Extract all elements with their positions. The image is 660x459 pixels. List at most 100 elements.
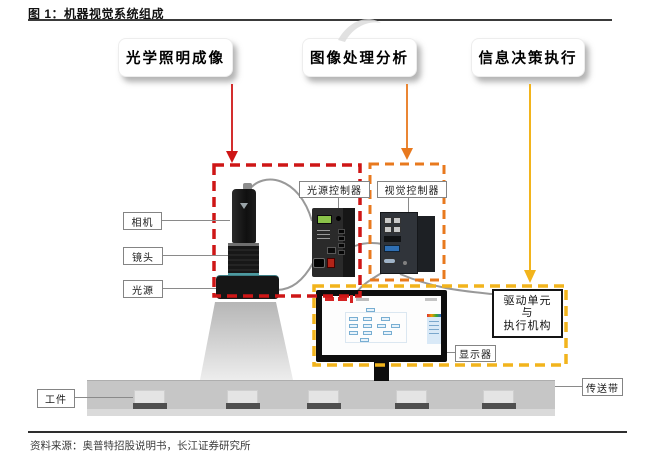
- vision-controller-ethernet-port: [384, 217, 392, 224]
- screen-flow-node: [363, 331, 372, 335]
- light-controller-port: [338, 236, 345, 241]
- drive-unit-line1: 驱动单元: [503, 294, 552, 307]
- screen-toolbar-red-button: [325, 297, 334, 301]
- label-conveyor-text: 传送带: [586, 383, 619, 395]
- screen-flow-node: [377, 324, 386, 328]
- screen-flow-node: [363, 317, 372, 321]
- light-controller-side-panel: [343, 208, 355, 277]
- orange-arrow-head-icon: [401, 148, 413, 160]
- stage-optical-imaging: 光学照明成像: [118, 38, 233, 77]
- screen-toolbar-red-button: [338, 297, 347, 301]
- stage-image-processing: 图像处理分析: [302, 38, 417, 77]
- camera-logo-mark: [240, 203, 248, 209]
- label-vision-controller-text: 视觉控制器: [384, 186, 440, 197]
- workpiece-item-base: [226, 403, 260, 409]
- label-camera: 相机: [123, 212, 162, 230]
- stage-processing-label: 图像处理分析: [310, 51, 409, 67]
- light-controller-power-inlet: [313, 258, 325, 268]
- light-controller-print: [317, 238, 330, 239]
- light-controller-label-line: [338, 198, 339, 208]
- conveyor-belt-edge: [87, 409, 555, 416]
- execution-region-dashed-box: [312, 284, 568, 367]
- camera-device-image: [232, 189, 256, 243]
- label-monitor: 显示器: [455, 345, 496, 362]
- cable-vision-controller-to-drive-unit: [399, 273, 493, 295]
- screen-side-panel-text: [429, 325, 439, 326]
- screen-side-panel-text: [429, 329, 439, 330]
- light-beam: [200, 302, 293, 380]
- lens-device-image: [228, 243, 259, 275]
- screen-toolbar-red-marker: [350, 295, 353, 303]
- vision-controller-label-line: [408, 198, 409, 212]
- drive-unit-line2: 与: [521, 307, 534, 320]
- cable-camera-to-light-controller: [248, 178, 313, 222]
- workpiece-item-base: [395, 403, 429, 409]
- red-arrow-head-icon: [226, 151, 238, 163]
- label-monitor-text: 显示器: [459, 350, 492, 361]
- screen-side-panel-header: [427, 314, 441, 317]
- workpiece-item-base: [133, 403, 167, 409]
- light-controller-knob: [336, 216, 341, 221]
- vision-controller-io-row: [384, 236, 401, 242]
- yellow-arrow-head-icon: [524, 270, 536, 283]
- source-text: 资料来源：奥普特招股说明书，长江证券研究所: [30, 440, 251, 452]
- screen-flow-node: [360, 338, 369, 342]
- screen-side-panel-text: [429, 333, 439, 334]
- screen-flow-node: [349, 324, 358, 328]
- screen-toolbar-text: [356, 298, 369, 301]
- vision-controller-ethernet-port: [384, 226, 392, 233]
- source-rule: [28, 431, 627, 433]
- screen-flow-node: [349, 317, 358, 321]
- vision-controller-ethernet-port: [393, 217, 401, 224]
- label-lens-text: 镜头: [132, 252, 154, 264]
- light-controller-port: [338, 229, 345, 234]
- label-light-controller-text: 光源控制器: [307, 186, 362, 197]
- light-controller-print: [317, 230, 330, 231]
- drive-unit-line3: 执行机构: [503, 319, 552, 332]
- label-light-source-text: 光源: [132, 285, 154, 297]
- stage-decision-label: 信息决策执行: [478, 51, 578, 67]
- screen-side-panel-text: [429, 321, 439, 322]
- screen-flow-node: [363, 324, 372, 328]
- label-lens: 镜头: [123, 247, 163, 265]
- screen-window-controls: [425, 298, 437, 301]
- camera-connector-image: [243, 183, 252, 190]
- screen-flow-node: [366, 308, 375, 312]
- vision-controller-serial-port: [383, 258, 396, 264]
- camera-label-line: [162, 220, 230, 221]
- drive-unit-box: 驱动单元 与 执行机构: [492, 289, 563, 338]
- workpiece-label-line: [75, 397, 133, 398]
- stage-decision-execution: 信息决策执行: [471, 38, 585, 77]
- conveyor-label-line: [555, 386, 582, 387]
- light-controller-print: [317, 234, 330, 235]
- screen-flow-node: [383, 331, 392, 335]
- stage-arrows: [226, 84, 536, 283]
- optical-region-dashed-box: [212, 163, 362, 298]
- vision-controller-usb-ports: [384, 245, 400, 252]
- vision-controller-ethernet-port: [393, 226, 401, 233]
- label-light-source: 光源: [123, 280, 163, 298]
- light-controller-lcd: [317, 215, 332, 224]
- light-controller-port: [338, 250, 345, 255]
- monitor-label-line: [447, 352, 455, 353]
- workpiece-item-base: [482, 403, 516, 409]
- label-conveyor: 传送带: [582, 378, 623, 396]
- label-light-controller: 光源控制器: [299, 181, 370, 198]
- light-label-line: [163, 288, 216, 289]
- stage-optical-label: 光学照明成像: [126, 51, 225, 67]
- screen-dialog-outline: [345, 312, 407, 343]
- workpiece-item-base: [307, 403, 341, 409]
- label-workpiece-text: 工件: [45, 395, 67, 406]
- screen-flow-node: [349, 331, 358, 335]
- screen-flow-node: [381, 317, 390, 321]
- label-camera-text: 相机: [131, 217, 154, 229]
- vision-controller-rear-unit: [418, 216, 435, 272]
- vision-controller-button: [403, 261, 407, 265]
- label-workpiece: 工件: [37, 389, 75, 408]
- light-controller-power-switch: [327, 258, 335, 268]
- lens-label-line: [163, 255, 228, 256]
- label-vision-controller: 视觉控制器: [377, 181, 447, 198]
- light-controller-port: [338, 243, 345, 248]
